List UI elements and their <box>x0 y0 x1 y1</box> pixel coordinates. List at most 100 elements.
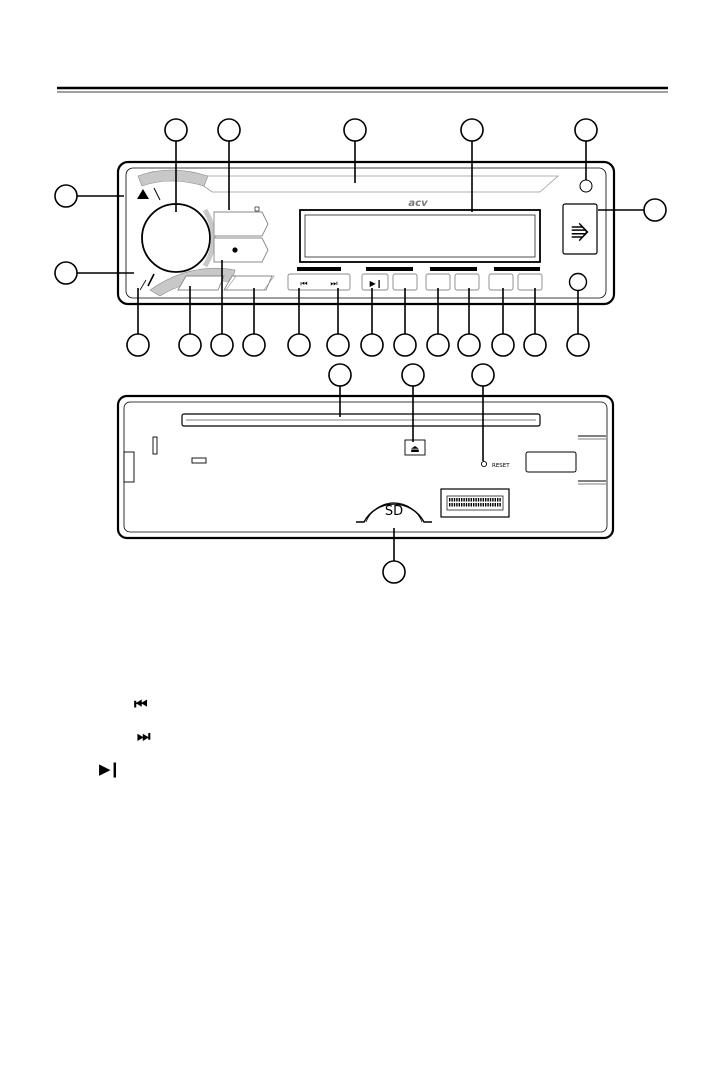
connector-pin <box>478 498 479 502</box>
callout-circle <box>394 334 416 356</box>
callout-circle <box>575 119 597 141</box>
connector-pin <box>468 498 469 502</box>
callout-circle <box>55 262 77 284</box>
callout-circle <box>218 119 240 141</box>
connector-pin <box>480 498 481 502</box>
connector-pin <box>473 503 474 507</box>
preset-2-button[interactable] <box>393 274 417 290</box>
connector-pin <box>454 503 455 507</box>
mode-button[interactable] <box>214 212 268 236</box>
play-pause-icon: ▶❙ <box>370 279 383 288</box>
preset-4-button[interactable] <box>455 274 479 290</box>
callout-circle <box>344 119 366 141</box>
callout-circle <box>211 334 233 356</box>
connector-pin <box>475 498 476 502</box>
callout-circle <box>179 334 201 356</box>
callout-circle <box>567 334 589 356</box>
connector-pin <box>497 498 498 502</box>
reset-label: RESET <box>492 463 510 469</box>
connector-pin <box>459 503 460 507</box>
prev-next-rocker[interactable] <box>288 274 350 290</box>
connector-pin <box>471 498 472 502</box>
connector-pin <box>490 498 491 502</box>
mic-hole <box>232 247 237 252</box>
callout-circle <box>288 334 310 356</box>
legend-play-pause-icon: ▶❙ <box>99 762 119 777</box>
sd-label: SD <box>385 504 403 519</box>
connector-pin <box>485 498 486 502</box>
ir-window <box>526 452 576 472</box>
header-rule <box>57 88 668 92</box>
legend-next-icon: ⏭ <box>137 729 149 744</box>
callout-circle <box>165 119 187 141</box>
usb-icon: ⭆ <box>571 221 589 245</box>
connector-pin <box>495 498 496 502</box>
callout-circle <box>402 364 424 386</box>
connector-pin <box>461 503 462 507</box>
preset-3-button[interactable] <box>426 274 450 290</box>
connector-pin <box>485 503 486 507</box>
callout-circle <box>127 334 149 356</box>
callout-circle <box>458 334 480 356</box>
brand-logo: acv <box>408 198 428 209</box>
aux-jack[interactable] <box>570 274 587 291</box>
callout-circle <box>383 561 405 583</box>
connector-pin <box>459 498 460 502</box>
callout-circle <box>472 364 494 386</box>
volume-knob[interactable] <box>142 204 210 272</box>
preset-6-button[interactable] <box>518 274 542 290</box>
legend-prev-icon: ⏮ <box>134 697 146 712</box>
connector-pin <box>490 503 491 507</box>
connector-pin <box>466 498 467 502</box>
prev-track-icon: ⏮ <box>300 279 307 288</box>
connector-pin <box>451 498 452 502</box>
connector-pin <box>456 498 457 502</box>
connector-pin <box>492 498 493 502</box>
connector-pin <box>471 503 472 507</box>
connector-pin <box>449 503 450 507</box>
callout-circle <box>492 334 514 356</box>
callout-circle <box>327 334 349 356</box>
band-button[interactable] <box>178 276 224 290</box>
indicator-light <box>580 180 592 192</box>
connector-pin <box>475 503 476 507</box>
connector-pin <box>478 503 479 507</box>
connector-pin <box>487 498 488 502</box>
callout-circle <box>644 199 666 221</box>
front-panel: acv ⭆ ⏮ ⏭ ▶❙ <box>118 162 614 304</box>
connector-pin <box>480 503 481 507</box>
mute-button[interactable] <box>214 238 268 262</box>
connector-pin <box>466 503 467 507</box>
connector-pin <box>451 503 452 507</box>
connector-pin <box>499 498 500 502</box>
lcd-display <box>300 210 540 262</box>
connector-pin <box>492 503 493 507</box>
connector-pin <box>483 498 484 502</box>
connector-pin <box>499 503 500 507</box>
callout-circle <box>243 334 265 356</box>
callout-circle <box>329 364 351 386</box>
connector-pin <box>468 503 469 507</box>
connector-pin <box>456 503 457 507</box>
connector-pin <box>473 498 474 502</box>
callout-circle <box>524 334 546 356</box>
callout-circle <box>361 334 383 356</box>
callout-circle <box>55 185 77 207</box>
chassis-panel: ⏏ RESET SD <box>118 396 613 538</box>
connector-pin <box>495 503 496 507</box>
preset-5-button[interactable] <box>489 274 513 290</box>
eject-icon: ⏏ <box>410 444 419 455</box>
connector-pin <box>461 498 462 502</box>
reset-button[interactable] <box>481 461 486 466</box>
callout-circle <box>461 119 483 141</box>
connector-pin <box>483 503 484 507</box>
callout-circle <box>427 334 449 356</box>
connector-pin <box>487 503 488 507</box>
connector-pin <box>454 498 455 502</box>
connector-pin <box>449 498 450 502</box>
next-track-icon: ⏭ <box>330 279 337 288</box>
connector-pin <box>463 498 464 502</box>
connector-pin <box>497 503 498 507</box>
